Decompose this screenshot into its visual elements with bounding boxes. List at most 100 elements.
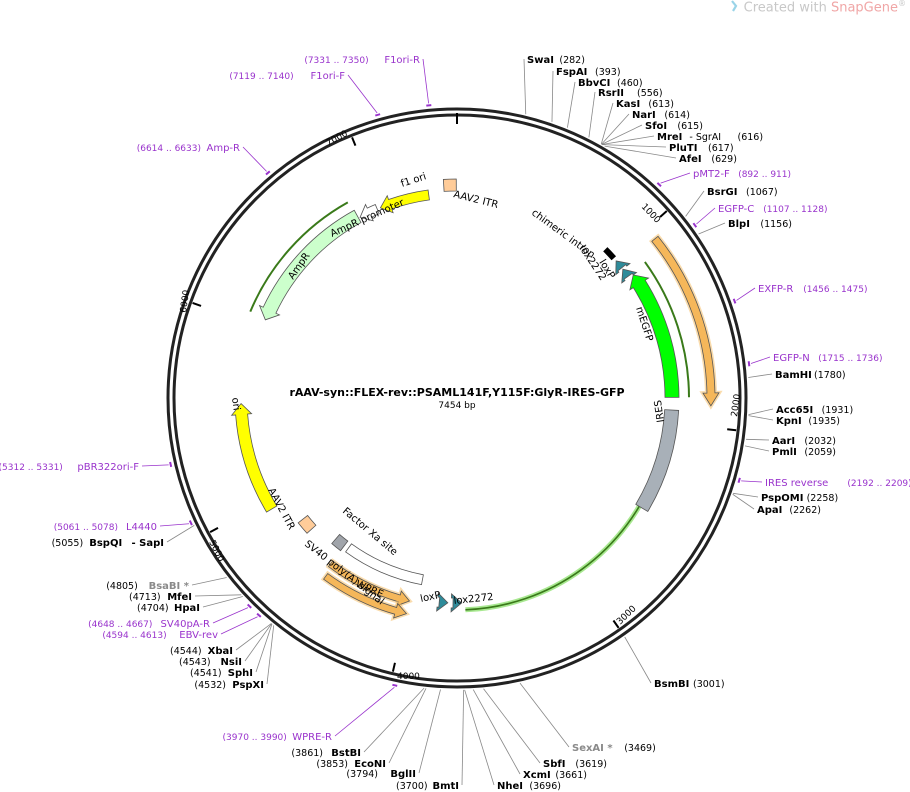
primer-position: (7119 .. 7140)	[229, 72, 293, 82]
leader-line	[334, 686, 395, 737]
primer-position: (5061 .. 5078)	[54, 523, 118, 533]
primer-position: (7331 .. 7350)	[304, 56, 368, 66]
leader-line	[523, 58, 527, 115]
enzyme-position: (2032)	[804, 436, 836, 447]
sv40-polya-feature[interactable]	[331, 533, 349, 552]
enzyme-name: RsrII	[598, 88, 624, 99]
enzyme-position: (3696)	[529, 781, 561, 792]
orf-bottom-1[interactable]	[327, 560, 411, 607]
enzyme-position: (4541)	[190, 668, 222, 679]
primer-position: (1456 .. 1475)	[803, 285, 867, 295]
enzyme-position: (4544)	[170, 646, 202, 657]
enzyme-name: MfeI	[167, 592, 192, 603]
f1-ori-feature[interactable]	[379, 189, 430, 214]
enzyme-name: BamHI	[775, 370, 812, 381]
aav2-itr-left-feature[interactable]	[297, 514, 317, 534]
loxp-top-feature[interactable]	[615, 260, 631, 276]
primer-position: (892 .. 911)	[738, 170, 791, 180]
enzyme-position: (3469)	[624, 743, 656, 754]
plasmid-name: rAAV-syn::FLEX-rev::PSAML141F,Y115F:GlyR…	[289, 386, 624, 399]
wpre-feature[interactable]	[345, 543, 424, 586]
leader-line	[472, 689, 521, 775]
watermark-reg: ®	[898, 0, 906, 8]
leader-line	[698, 222, 726, 235]
ires-feature[interactable]	[635, 409, 680, 513]
leader-line	[748, 373, 773, 378]
enzyme-name: PmlI	[772, 447, 797, 458]
enzyme-position: (1780)	[814, 370, 846, 381]
orf-bottom-2[interactable]	[323, 572, 408, 619]
enzyme-name: BspQI	[89, 538, 122, 549]
enzyme-position: (613)	[648, 99, 674, 110]
enzyme-position: (3853)	[316, 759, 348, 770]
leader-line	[660, 172, 691, 184]
primer-mark	[732, 298, 737, 304]
watermark-prefix: Created with	[743, 0, 831, 16]
primer-name: Amp-R	[207, 143, 241, 154]
enzyme-position: (2059)	[804, 447, 836, 458]
enzyme-position: (393)	[595, 67, 621, 78]
enzyme-name: SfoI	[645, 121, 667, 132]
leader-line	[600, 102, 614, 145]
enzyme-position: (617)	[708, 143, 734, 154]
primer-position: (5312 .. 5331)	[0, 463, 63, 473]
enzyme-name: SexAI *	[572, 743, 613, 754]
megfp-feature[interactable]	[629, 274, 680, 398]
primer-name: WPRE-R	[292, 732, 332, 743]
primer-position: (1715 .. 1736)	[818, 354, 882, 364]
enzyme-name: AarI	[772, 436, 795, 447]
primer-name: F1ori-F	[311, 71, 346, 82]
ori-feature[interactable]	[230, 402, 278, 513]
enzyme-position: (3661)	[555, 770, 587, 781]
primer-mark	[188, 520, 193, 526]
aav2-itr-feature[interactable]	[442, 178, 457, 192]
chimeric-intron-feature[interactable]	[603, 247, 617, 261]
tick-label: 1000	[639, 202, 662, 226]
snapgene-logo-icon	[730, 0, 738, 12]
tick-mark	[659, 210, 668, 218]
enzyme-position: (1931)	[822, 405, 854, 416]
leader-line	[242, 146, 267, 172]
gfp-glow-line	[465, 470, 659, 613]
primer-mark	[426, 104, 432, 107]
primer-name: pBR322ori-F	[77, 462, 139, 473]
enzyme-position: (556)	[637, 88, 663, 99]
enzyme-name: BbvCI	[578, 78, 610, 89]
enzyme-name: HpaI	[174, 603, 200, 614]
leader-line	[347, 74, 378, 114]
loxp-bottom-feature[interactable]	[436, 592, 449, 612]
enzyme-name: BmtI	[432, 781, 459, 792]
enzyme-name: BsaBI *	[149, 581, 190, 592]
lox2272-bottom-feature[interactable]	[450, 593, 463, 613]
leader-line	[601, 113, 630, 145]
ampr-feature[interactable]	[258, 209, 362, 321]
enzyme-name: SphI	[228, 668, 253, 679]
enzyme-position: (4532)	[194, 680, 226, 691]
enzyme-position: (4805)	[106, 581, 138, 592]
enzyme-position: (4704)	[137, 603, 169, 614]
primer-name: EGFP-C	[718, 204, 754, 215]
leader-line	[602, 144, 667, 148]
leader-line	[235, 623, 272, 651]
enzyme-position: (1067)	[746, 187, 778, 198]
enzyme-position: (460)	[617, 78, 643, 89]
leader-line	[685, 190, 705, 217]
ampr-promoter-feature[interactable]	[359, 203, 380, 222]
enzyme-name: SwaI	[527, 55, 554, 66]
primer-position: (3970 .. 3990)	[223, 733, 287, 743]
primer-mark	[392, 683, 398, 687]
primer-name: L4440	[126, 522, 157, 533]
leader-line	[741, 480, 763, 483]
tick-mark	[351, 136, 357, 147]
orf-right[interactable]	[651, 235, 720, 407]
lox2272-top-feature[interactable]	[621, 268, 638, 284]
primer-name: EXFP-R	[758, 284, 793, 295]
leader-line	[422, 58, 429, 104]
feature-label: AAV2 ITR	[452, 189, 499, 211]
feature-label: loxP	[419, 590, 441, 605]
leader-line	[141, 464, 169, 467]
enzyme-position: (3001)	[693, 679, 725, 690]
primer-position: (6614 .. 6633)	[137, 144, 201, 154]
feature-label: IRES	[653, 399, 667, 423]
primer-mark	[265, 170, 271, 176]
